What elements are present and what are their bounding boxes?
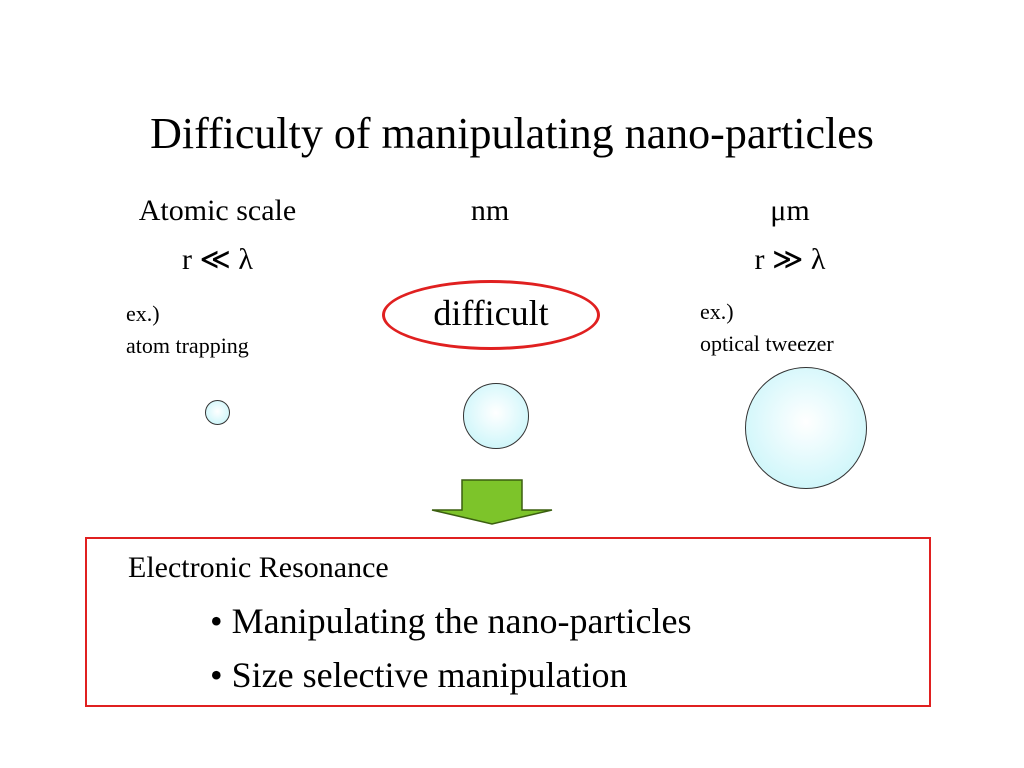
summary-box bbox=[85, 537, 931, 707]
large-particle-circle bbox=[745, 367, 867, 489]
atomic-example-label: ex.) bbox=[126, 301, 160, 326]
um-example-label: ex.) bbox=[700, 299, 734, 324]
atomic-scale-relation: r ≪ λ bbox=[182, 243, 253, 276]
atomic-scale-heading: Atomic scale bbox=[138, 194, 297, 227]
medium-particle-circle bbox=[463, 383, 529, 449]
small-particle-circle bbox=[205, 400, 230, 425]
difficult-label: difficult bbox=[433, 293, 549, 333]
um-relation: r ≫ λ bbox=[754, 243, 826, 276]
summary-bullet: • Size selective manipulation bbox=[210, 655, 628, 695]
summary-bullet: • Manipulating the nano-particles bbox=[210, 601, 692, 641]
atomic-example-text: atom trapping bbox=[126, 333, 249, 358]
um-heading: μm bbox=[770, 194, 810, 227]
down-arrow-icon bbox=[431, 479, 553, 525]
um-example-text: optical tweezer bbox=[700, 331, 834, 356]
nm-heading: nm bbox=[470, 194, 510, 227]
summary-heading: Electronic Resonance bbox=[128, 551, 389, 584]
difficult-highlight-ellipse bbox=[382, 280, 600, 350]
slide-title: Difficulty of manipulating nano-particle… bbox=[150, 109, 874, 158]
